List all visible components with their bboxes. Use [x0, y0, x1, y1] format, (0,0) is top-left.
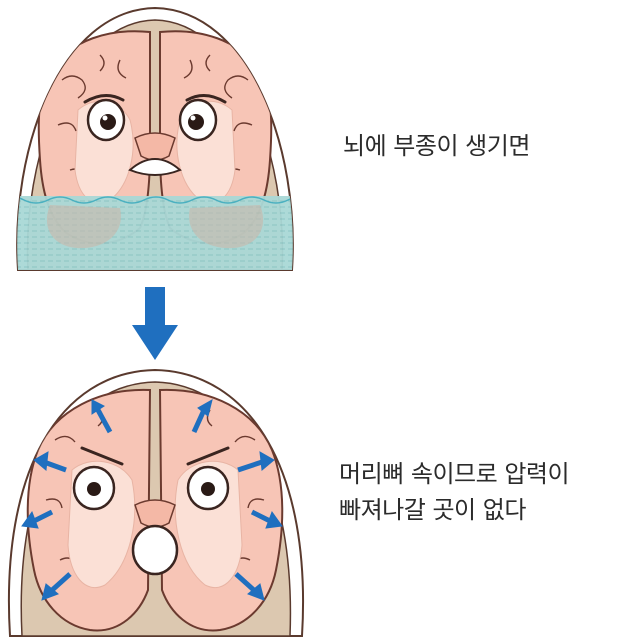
- arrow-icon: [234, 572, 265, 601]
- top-face: [83, 94, 227, 176]
- pressure-arrows: [21, 398, 283, 601]
- arrow-icon: [250, 509, 283, 529]
- caption-top-text: 뇌에 부종이 생기면: [343, 132, 530, 160]
- caption-top: 뇌에 부종이 생기면: [343, 128, 530, 164]
- arrow-icon: [33, 451, 67, 473]
- caption-bottom-line1: 머리뼈 속이므로 압력이: [339, 460, 570, 488]
- arrow-icon: [237, 451, 275, 473]
- arrow-down-icon: [132, 287, 178, 360]
- arrow-icon: [41, 572, 72, 601]
- caption-bottom-line2: 빠져나갈 곳이 없다: [339, 496, 526, 524]
- caption-bottom: 머리뼈 속이므로 압력이 빠져나갈 곳이 없다: [339, 456, 570, 528]
- arrow-icon: [191, 398, 213, 434]
- arrow-icon: [91, 399, 113, 434]
- arrow-icon: [21, 509, 54, 529]
- top-brain: [37, 30, 273, 245]
- top-fluid: [17, 196, 293, 270]
- bottom-face: [72, 446, 230, 576]
